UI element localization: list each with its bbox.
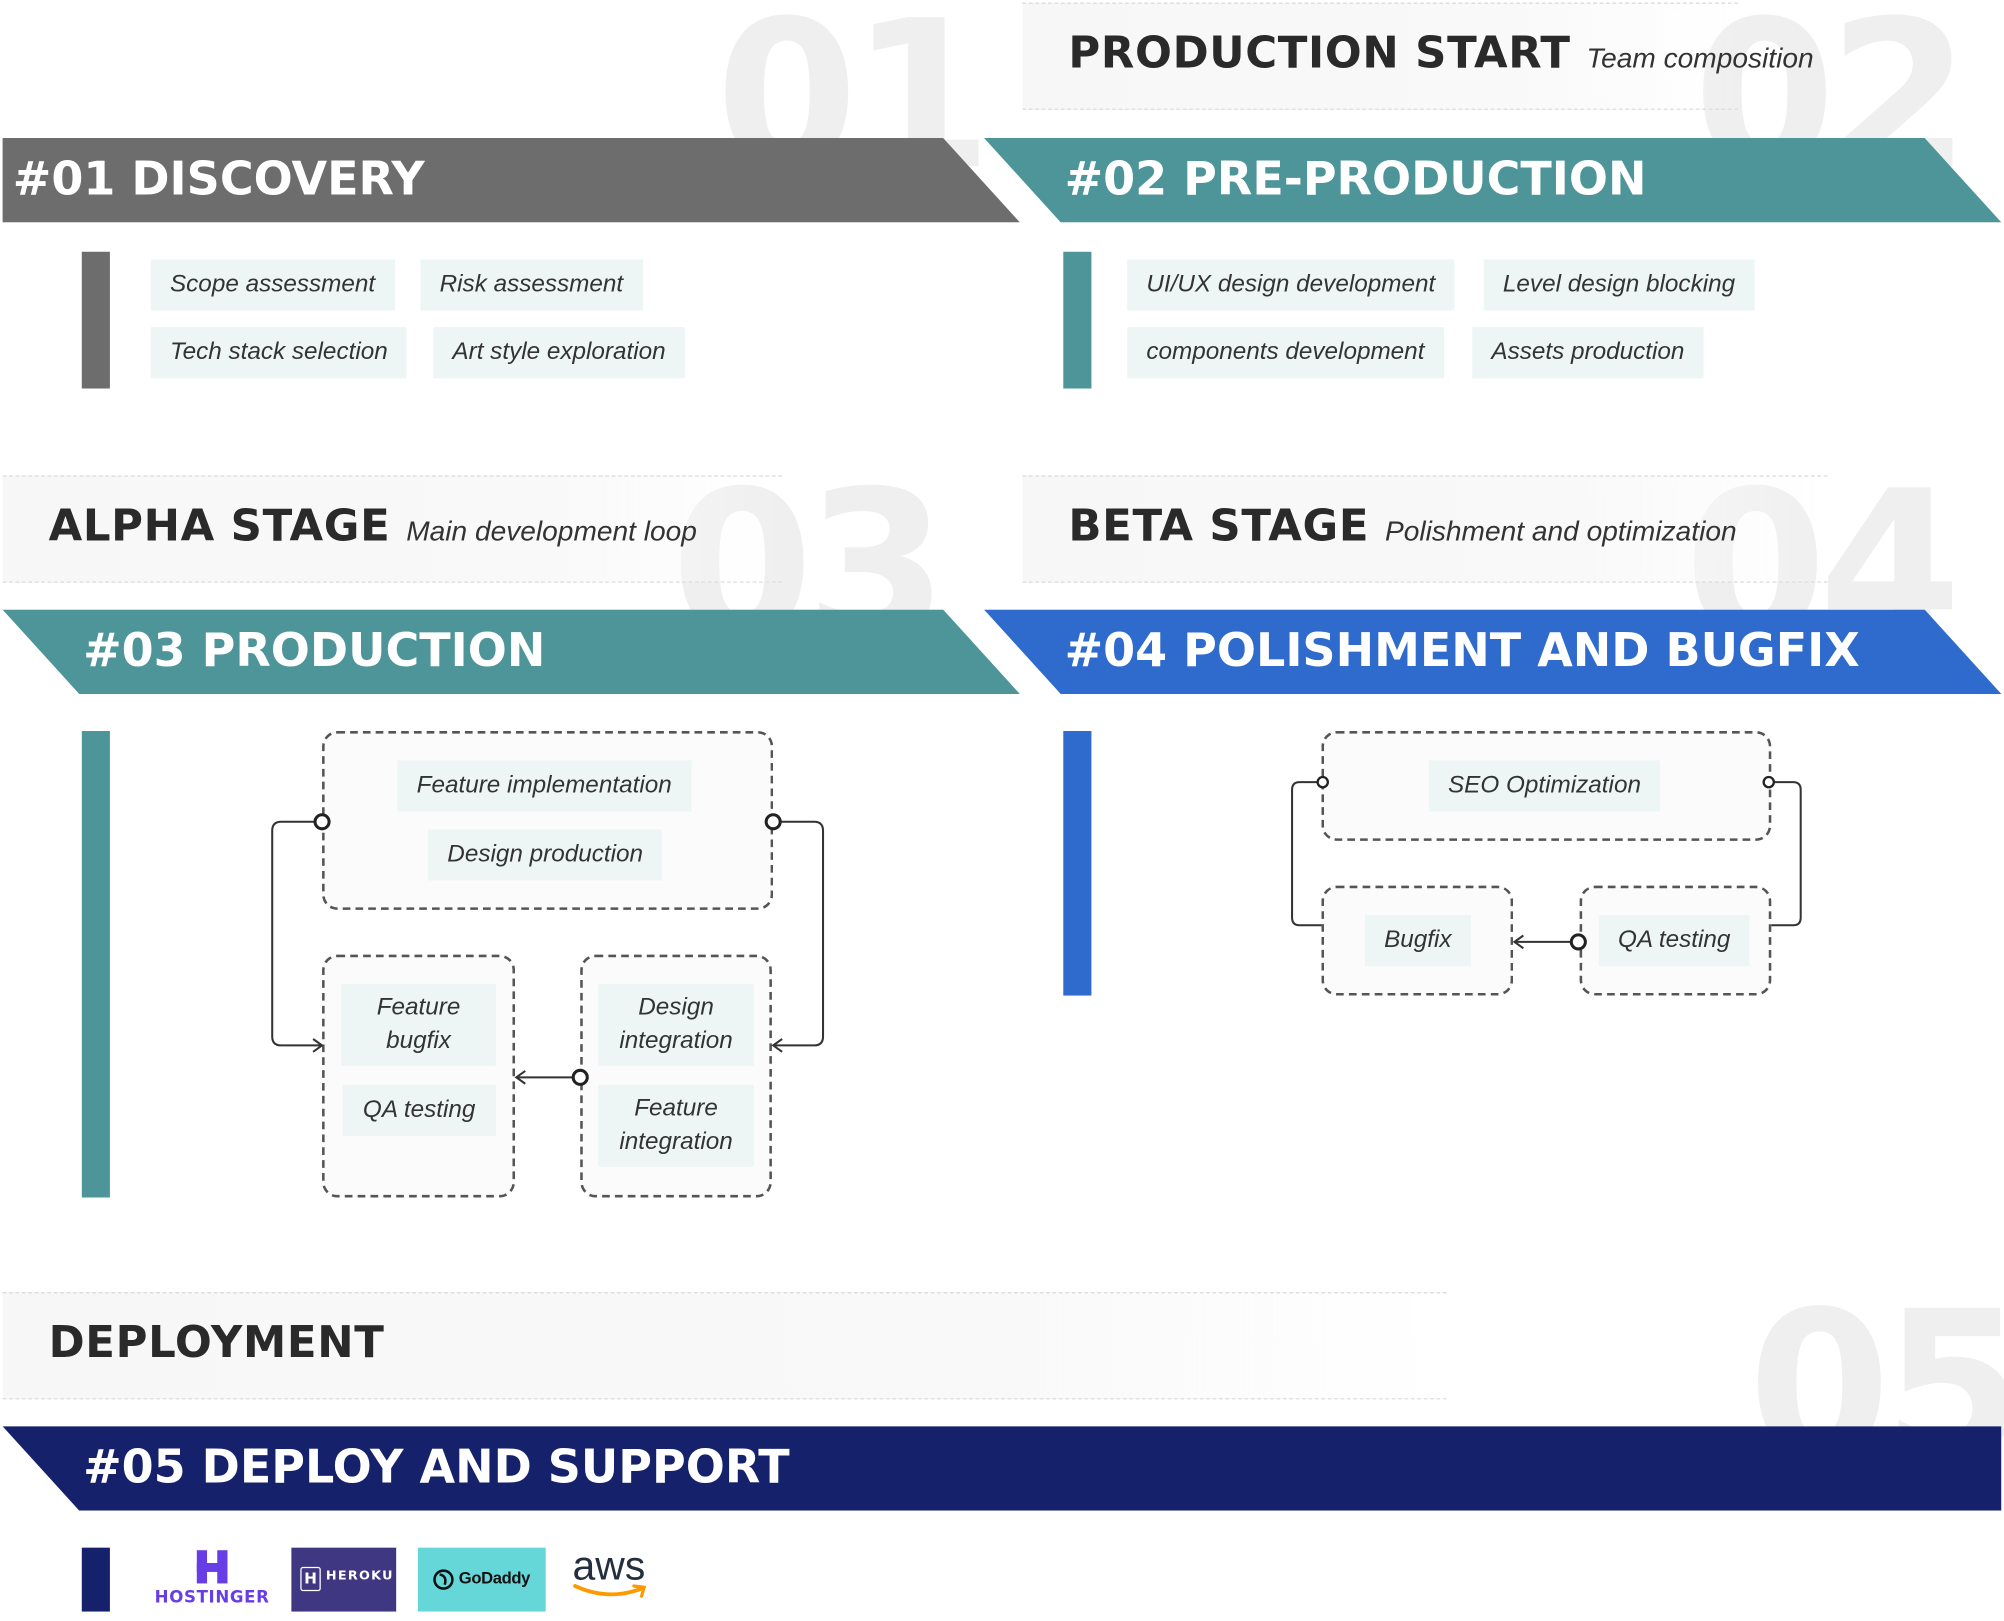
banner-discovery <box>2 138 1020 223</box>
task-risk-assessment: Risk assessment <box>420 259 643 311</box>
task-scope-assessment: Scope assessment <box>150 259 395 311</box>
stage-production-start: PRODUCTION START Team composition <box>1068 28 1813 79</box>
hostinger-mark-icon <box>196 1550 228 1584</box>
stage-beta-title: BETA STAGE <box>1068 500 1370 553</box>
godaddy-name: GoDaddy <box>458 1568 531 1588</box>
polish-connectors <box>1291 775 1802 951</box>
stage-beta-subtitle: Polishment and optimization <box>1384 515 1737 547</box>
production-design-integration: Design integration <box>598 984 755 1066</box>
stage-alpha-title: ALPHA STAGE <box>48 500 391 553</box>
aws-name: aws <box>572 1542 646 1589</box>
task-level-design-blocking: Level design blocking <box>1483 259 1755 311</box>
godaddy-logo: GoDaddy <box>417 1547 546 1612</box>
stage-beta: BETA STAGE Polishment and optimization <box>1068 501 1736 552</box>
task-components-development: components development <box>1127 327 1444 379</box>
stage-bar-alpha <box>2 475 783 583</box>
production-feature-bugfix: Feature bugfix <box>341 984 496 1066</box>
accent-bar-production <box>81 731 110 1198</box>
heroku-mark-icon: H <box>300 1566 321 1592</box>
stage-production-start-subtitle: Team composition <box>1586 42 1814 75</box>
banner-deploy-label: #05 DEPLOY AND SUPPORT <box>83 1441 790 1494</box>
polish-qa-testing: QA testing <box>1598 915 1750 967</box>
heroku-logo: H HEROKU <box>291 1547 397 1612</box>
accent-bar-deploy <box>81 1547 110 1612</box>
production-design-production: Design production <box>428 829 663 881</box>
stage-alpha-subtitle: Main development loop <box>406 515 697 547</box>
banner-preproduction <box>984 138 2002 223</box>
stage-alpha: ALPHA STAGE Main development loop <box>49 501 697 552</box>
hostinger-logo: HOSTINGER <box>151 1548 274 1614</box>
accent-bar-discovery <box>81 251 110 389</box>
banner-polish <box>984 609 2002 694</box>
godaddy-mark-icon <box>433 1569 454 1590</box>
banner-preproduction-label: #02 PRE-PRODUCTION <box>1064 153 1647 206</box>
accent-bar-polish <box>1063 731 1092 996</box>
task-tech-stack-selection: Tech stack selection <box>150 327 407 379</box>
banner-production <box>2 609 1020 694</box>
heroku-name: HEROKU <box>325 1569 394 1584</box>
banner-discovery-label: #01 DISCOVERY <box>12 153 425 206</box>
production-connectors <box>271 813 825 1086</box>
production-qa-testing: QA testing <box>342 1085 496 1137</box>
polish-seo-optimization: SEO Optimization <box>1428 760 1661 812</box>
polish-bugfix: Bugfix <box>1364 915 1471 967</box>
stage-production-start-title: PRODUCTION START <box>1068 28 1571 80</box>
banner-polish-label: #04 POLISHMENT AND BUGFIX <box>1064 624 1860 678</box>
production-feature-integration: Feature integration <box>598 1085 755 1167</box>
banner-deploy <box>2 1426 2002 1511</box>
stage-deployment-title: DEPLOYMENT <box>48 1317 385 1369</box>
aws-logo: aws <box>570 1543 657 1607</box>
accent-bar-preproduction <box>1063 251 1092 389</box>
banner-production-label: #03 PRODUCTION <box>83 624 546 678</box>
stage-bar-production-start <box>1022 2 1739 110</box>
task-assets-production: Assets production <box>1472 327 1704 379</box>
stage-bar-beta <box>1022 475 1828 583</box>
production-feature-implementation: Feature implementation <box>397 760 691 812</box>
task-uiux-design: UI/UX design development <box>1127 259 1455 311</box>
hostinger-name: HOSTINGER <box>154 1588 270 1608</box>
task-art-style-exploration: Art style exploration <box>433 327 685 379</box>
stage-bar-deployment <box>2 1292 1447 1400</box>
stage-deployment: DEPLOYMENT <box>49 1318 385 1369</box>
aws-smile-icon <box>573 1584 647 1598</box>
